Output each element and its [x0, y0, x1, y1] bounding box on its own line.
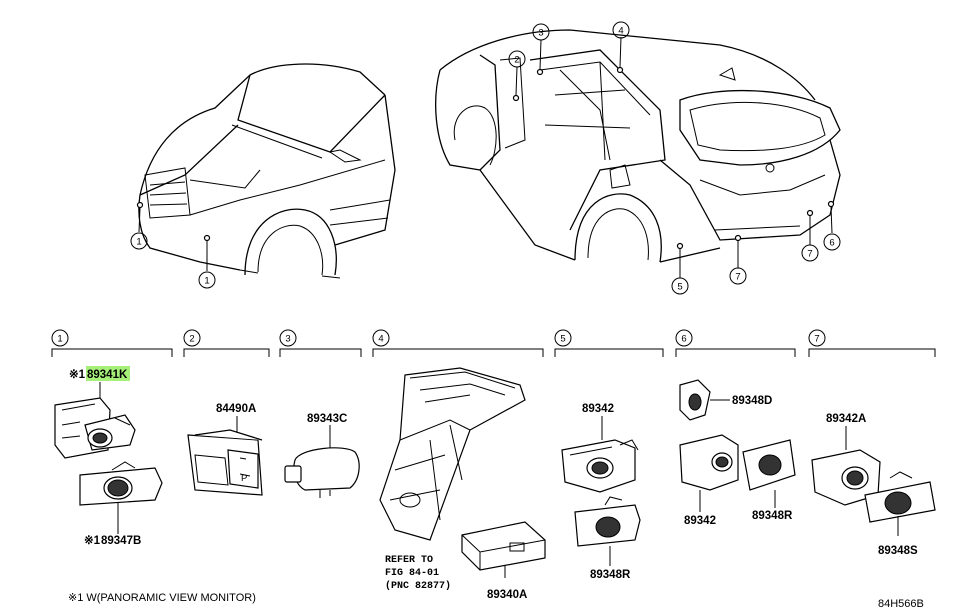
callout-front-right: 1 — [198, 271, 216, 289]
sensor-89343C — [284, 447, 360, 498]
sensor-marker-rear-7a — [734, 234, 742, 242]
callout-2: 2 — [508, 50, 526, 68]
sensor-89342-s5 — [561, 439, 639, 493]
section-1-parts: ※1 89341K ※1 89347B — [54, 366, 163, 547]
callout-front-left: 1 — [130, 232, 148, 250]
section-brackets: 1 2 3 4 5 6 7 — [51, 329, 936, 357]
section-4-header: 4 — [372, 329, 544, 357]
sensor-marker-rear-6 — [827, 200, 835, 208]
part-mark-89347B: ※1 — [84, 534, 101, 547]
bracket-89348R-s6 — [742, 439, 796, 491]
sensor-marker-2 — [512, 94, 520, 102]
callout-4: 4 — [612, 21, 630, 39]
svg-text:5: 5 — [560, 334, 565, 345]
svg-text:4: 4 — [378, 334, 383, 345]
callout-6: 6 — [823, 233, 841, 251]
vehicle-callouts: 1 1 2 3 4 5 6 7 7 — [130, 21, 841, 295]
callout-7a: 7 — [729, 267, 747, 285]
sensor-marker-4 — [616, 66, 624, 74]
svg-text:2: 2 — [189, 334, 194, 345]
bezel-89348D — [679, 379, 711, 421]
svg-text:6: 6 — [829, 238, 834, 249]
bracket-89348R-s5 — [574, 496, 641, 547]
sensor-marker-front-right — [203, 234, 211, 242]
section-7-header: 7 — [808, 329, 936, 357]
section-5-header: 5 — [554, 329, 664, 357]
section-3-header: 3 — [279, 329, 362, 357]
callout-7b: 7 — [801, 244, 819, 262]
svg-text:3: 3 — [538, 28, 543, 39]
part-label-84490A[interactable]: 84490A — [216, 403, 256, 415]
front-vehicle-illustration — [136, 63, 396, 279]
refer-note-line-3: (PNC 82877) — [385, 580, 451, 592]
section-1-header: 1 — [51, 329, 173, 357]
switch-84490A: P — [187, 429, 263, 496]
part-label-89348R-s5[interactable]: 89348R — [590, 569, 631, 581]
svg-text:1: 1 — [57, 334, 62, 345]
refer-note-line-1: REFER TO — [385, 555, 433, 566]
sensor-89341K — [54, 397, 136, 459]
part-label-89340A[interactable]: 89340A — [487, 589, 527, 601]
part-label-89342-s5[interactable]: 89342 — [582, 403, 614, 415]
sensor-89342-s6 — [679, 434, 739, 491]
section-5-parts: 89342 89348R — [561, 403, 641, 581]
svg-text:7: 7 — [814, 334, 819, 345]
rear-vehicle-illustration — [435, 29, 841, 278]
svg-text:6: 6 — [681, 334, 686, 345]
part-label-89342-s6[interactable]: 89342 — [684, 515, 716, 527]
svg-text:2: 2 — [514, 55, 519, 66]
svg-text:4: 4 — [618, 26, 623, 37]
sensor-marker-rear-5 — [676, 242, 684, 250]
svg-text:3: 3 — [285, 334, 290, 345]
sensor-marker-3 — [536, 68, 544, 76]
svg-text:5: 5 — [677, 282, 682, 293]
section-4-parts: REFER TO FIG 84-01 (PNC 82877) 89340A — [379, 367, 546, 601]
callout-5: 5 — [671, 277, 689, 295]
callout-3: 3 — [532, 23, 550, 41]
part-label-89343C[interactable]: 89343C — [307, 413, 347, 425]
section-3-parts: 89343C — [284, 413, 360, 498]
svg-text:7: 7 — [735, 272, 740, 283]
svg-text:7: 7 — [807, 249, 812, 260]
diagram-code: 84H566B — [878, 598, 924, 610]
section-6-header: 6 — [675, 329, 796, 357]
sensor-marker-front-left — [136, 201, 144, 209]
part-label-89341K[interactable]: 89341K — [87, 369, 128, 381]
bracket-89348S — [864, 471, 936, 523]
svg-text:1: 1 — [204, 276, 209, 287]
bracket-assembly — [379, 367, 526, 541]
footnote: ※1 W(PANORAMIC VIEW MONITOR) — [68, 592, 256, 604]
ecu-89340A — [461, 521, 546, 571]
section-2-header: 2 — [183, 329, 270, 357]
part-mark-89341K: ※1 — [69, 368, 86, 381]
switch-icon: P — [241, 473, 247, 484]
part-label-89348D[interactable]: 89348D — [732, 395, 772, 407]
svg-text:1: 1 — [136, 237, 141, 248]
part-label-89348S[interactable]: 89348S — [878, 545, 918, 557]
part-highlight — [86, 366, 130, 381]
section-2-parts: 84490A P — [187, 403, 263, 496]
sensor-marker-rear-7b — [806, 209, 814, 217]
section-7-parts: 89342A 89348S — [811, 413, 936, 557]
part-label-89347B[interactable]: 89347B — [101, 535, 141, 547]
bracket-89347B — [79, 461, 163, 506]
section-6-parts: 89348D 89342 89348R — [679, 379, 796, 527]
part-label-89342A[interactable]: 89342A — [826, 413, 866, 425]
refer-note-line-2: FIG 84-01 — [385, 568, 439, 579]
part-label-89348R-s6[interactable]: 89348R — [752, 510, 793, 522]
sensor-89342A — [811, 449, 881, 506]
